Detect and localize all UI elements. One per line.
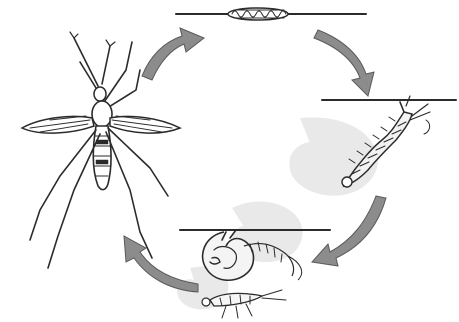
arrow-adult-to-eggs [142, 28, 204, 80]
eggs-stage [176, 8, 366, 20]
arrow-eggs-to-larva [314, 30, 374, 96]
egg-raft [228, 8, 288, 20]
watermark [177, 117, 378, 309]
arrow-pupa-to-adult [124, 236, 198, 292]
